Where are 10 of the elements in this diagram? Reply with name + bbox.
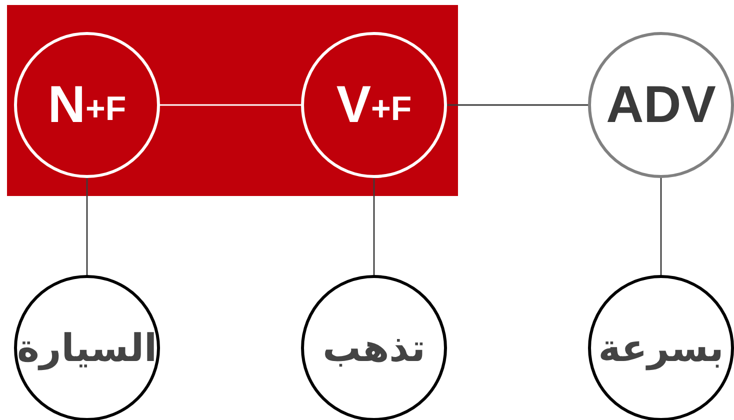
word-circle: السيارة [14, 275, 160, 420]
word-circle: بسرعة [588, 275, 734, 420]
word-circle: تذهب [301, 275, 447, 420]
connector-line [160, 104, 301, 106]
connector-line [86, 178, 88, 275]
tag-circle: ADV [588, 32, 734, 178]
connector-line [373, 178, 375, 275]
band-background [7, 5, 458, 196]
connector-line [447, 104, 588, 106]
connector-line [660, 178, 662, 275]
